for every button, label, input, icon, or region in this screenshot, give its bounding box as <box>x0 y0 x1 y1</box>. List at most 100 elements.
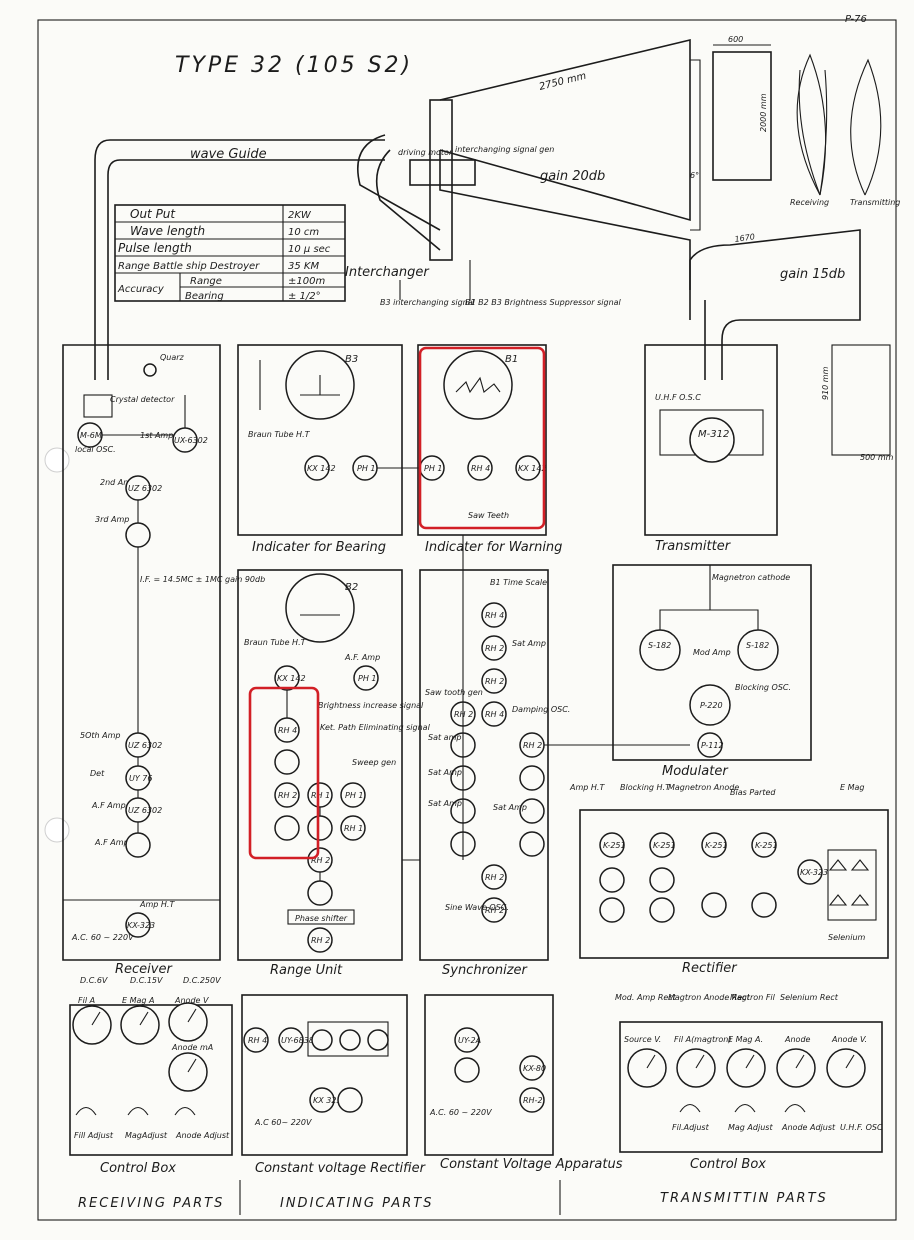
schematic-label: Anode V. <box>831 1035 867 1044</box>
schematic-label: 2KW <box>288 210 312 221</box>
page-border <box>37 19 897 1221</box>
schematic-label: E Mag A. <box>728 1035 763 1044</box>
schematic-label: M-312 <box>698 429 729 440</box>
schematic-label: 35 KM <box>288 261 319 272</box>
schematic-label: Selenium <box>828 933 866 942</box>
schematic-label: Selenium Rect <box>780 993 839 1002</box>
schematic-label: Anode V <box>174 996 209 1005</box>
schematic-label: U.H.F. OSC <box>840 1123 883 1132</box>
schematic-label: Magnetron Anode <box>668 783 739 792</box>
vacuum-tube-symbol <box>125 912 151 938</box>
schematic-label: B2 <box>345 582 358 593</box>
schematic-label: Anode mA <box>171 1043 213 1052</box>
schematic-label: Indicater for Warning <box>425 540 562 555</box>
schematic-label: K-251 <box>603 841 626 850</box>
schematic-label: 500 mm <box>860 453 894 462</box>
schematic-label: Sat Amp <box>428 768 462 777</box>
schematic-label: Damping OSC. <box>512 705 570 714</box>
constant-voltage-apparatus: UY-2A KX-80 RH-2 A.C. 60 ~ 220V Constant… <box>424 994 623 1172</box>
schematic-label: Source V. <box>624 1035 661 1044</box>
schematic-line <box>798 69 821 196</box>
schematic-label: 6° <box>690 171 699 180</box>
footer-receiving: RECEIVING PARTS <box>78 1196 224 1211</box>
schematic-label: Blocking OSC. <box>735 683 791 692</box>
highlight-range-unit <box>248 686 320 860</box>
schematic-label: A.C. 60 ~ 220V <box>71 933 134 942</box>
schematic-label: Brightness increase signal <box>318 701 424 710</box>
schematic-label: Sat Amp <box>512 639 546 648</box>
schematic-label: KX 142 <box>307 464 336 473</box>
schematic-label: KX 323 <box>313 1096 342 1105</box>
vacuum-tube-symbol <box>519 1055 545 1081</box>
vacuum-tube-symbol <box>797 859 823 885</box>
schematic-label: Range Battle ship Destroyer <box>118 261 260 272</box>
receiver-section: Quarz Crystal detector local OSC. 1st Am… <box>62 344 265 961</box>
vacuum-tube-symbol <box>649 832 675 858</box>
vacuum-tube-symbol <box>701 892 727 918</box>
schematic-label: Fil A <box>78 996 95 1005</box>
vacuum-tube-symbol <box>519 798 545 824</box>
schematic-line <box>375 149 441 251</box>
schematic-label: PH 1 <box>358 674 376 683</box>
schematic-label: RH 2 <box>278 791 297 800</box>
interchanger-box <box>429 99 453 261</box>
schematic-label: Mag Adjust <box>728 1123 773 1132</box>
schematic-label: Transmitting <box>850 198 900 207</box>
schematic-label: E Mag A <box>122 996 155 1005</box>
schematic-label: Amp H.T <box>569 783 605 792</box>
schematic-line <box>828 859 870 906</box>
schematic-line <box>579 809 889 959</box>
schematic-label: B1 B2 B3 Brightness Suppressor signal <box>465 298 622 307</box>
schematic-label: M-6M <box>80 431 102 440</box>
schematic-line <box>287 909 355 925</box>
schematic-label: Range <box>190 276 222 287</box>
schematic-line <box>356 134 441 231</box>
schematic-label: A.F Amp <box>94 838 129 847</box>
schematic-label: Control Box <box>690 1157 766 1172</box>
schematic-line <box>795 1054 805 1069</box>
schematic-label: 2nd Amp <box>100 478 136 487</box>
vacuum-tube-symbol <box>481 635 507 661</box>
spec-table: Out Put 2KW Wave length 10 cm Pulse leng… <box>114 204 346 302</box>
schematic-label: RH 1 <box>311 791 330 800</box>
schematic-label: Ket. Path Eliminating signal <box>320 723 431 732</box>
vacuum-tube-symbol <box>467 455 493 481</box>
footer-transmitting: TRANSMITTIN PARTS <box>660 1191 828 1206</box>
vacuum-tube-symbol <box>125 475 151 501</box>
schematic-label: D.C.6V <box>80 976 108 985</box>
schematic-line <box>114 204 346 302</box>
schematic-line <box>845 1054 855 1069</box>
schematic-label: 5Oth Amp <box>80 731 120 740</box>
vacuum-tube-symbol <box>274 815 300 841</box>
schematic-label: U.H.F O.S.C <box>655 393 701 402</box>
schematic-line <box>619 1021 883 1153</box>
schematic-label: Range Unit <box>270 963 343 978</box>
schematic-line <box>241 994 408 1156</box>
schematic-line <box>417 344 547 536</box>
schematic-label: RH 1 <box>344 824 363 833</box>
vacuum-tube-symbol <box>340 815 366 841</box>
schematic-label: PH 1 <box>424 464 442 473</box>
vacuum-tube-symbol <box>353 665 379 691</box>
schematic-label: RH 2 <box>485 873 504 882</box>
vacuum-tube-symbol <box>737 629 779 671</box>
vacuum-tube-symbol <box>519 765 545 791</box>
schematic-line <box>819 69 828 196</box>
vacuum-tube-symbol <box>454 1027 480 1053</box>
vacuum-tube-symbol <box>274 782 300 808</box>
schematic-label: Braun Tube H.T <box>244 638 307 647</box>
schematic-label: Interchanger <box>345 265 430 280</box>
vacuum-tube-symbol <box>77 422 103 448</box>
schematic-label: RH 4 <box>248 1036 267 1045</box>
schematic-label: Pulse length <box>118 241 192 255</box>
schematic-label: RH 2 <box>485 906 504 915</box>
schematic-label: B3 <box>345 354 358 365</box>
indicator-warning-section: B1 PH 1 RH 4 KX 142 Saw Teeth Indicater … <box>417 344 562 555</box>
schematic-label: UZ 6302 <box>128 484 162 493</box>
schematic-label: Blocking H.T <box>620 783 671 792</box>
schematic-line <box>646 1054 656 1069</box>
schematic-label: Bearing <box>185 291 224 302</box>
schematic-line <box>679 1103 701 1113</box>
